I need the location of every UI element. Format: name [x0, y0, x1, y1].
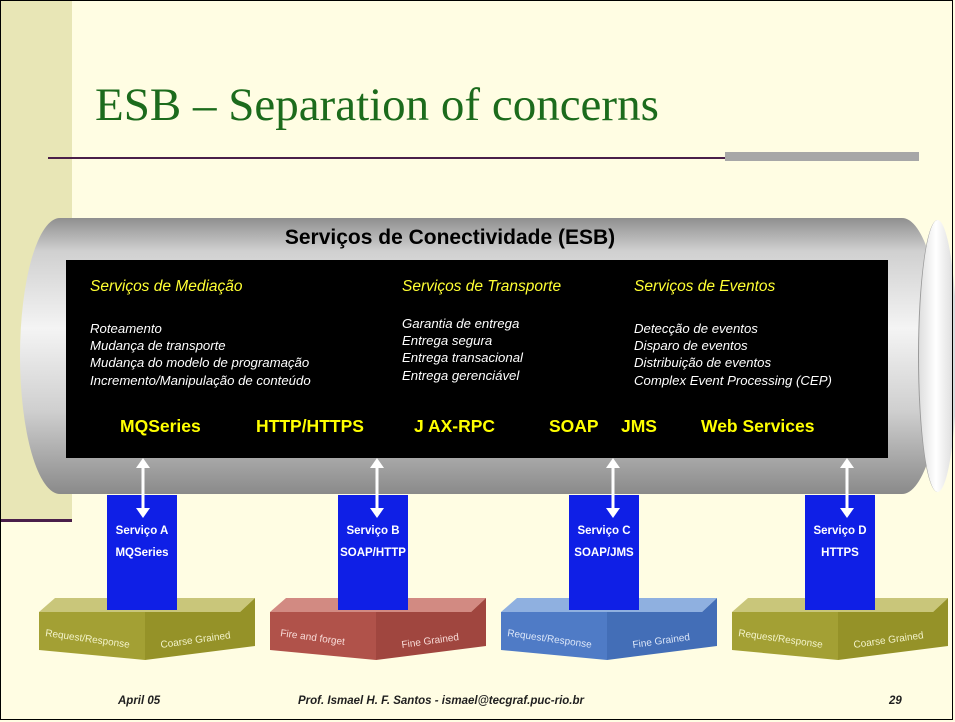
protocol-label: J AX-RPC [414, 416, 496, 436]
service-b-box: Serviço B SOAP/HTTP [338, 495, 408, 610]
title-accent-bar [725, 152, 919, 161]
platform-b-left-face [270, 612, 376, 660]
platform-b-right-face [376, 598, 486, 660]
mediation-item: Incremento/Manipulação de conteúdo [90, 372, 311, 388]
platform-a-right-face [145, 598, 255, 660]
platform-c-left-face [501, 612, 607, 660]
service-c-name: Serviço C [577, 525, 631, 537]
service-d-protocol: HTTPS [821, 547, 859, 559]
transport-item: Entrega gerenciável [402, 367, 520, 383]
transport-item: Entrega transacional [402, 350, 523, 366]
events-item: Complex Event Processing (CEP) [634, 372, 832, 388]
protocol-label: JMS [621, 416, 657, 436]
platform-d: Request/Response Coarse Grained [732, 598, 948, 660]
transport-item: Garantia de entrega [402, 316, 520, 331]
events-item: Distribuição de eventos [634, 355, 772, 371]
service-b-protocol: SOAP/HTTP [340, 547, 406, 559]
platform-c-right-face [607, 598, 717, 660]
platform-d-left-face [732, 612, 838, 660]
page-number: 29 [889, 695, 902, 707]
service-a-name: Serviço A [115, 525, 169, 537]
service-c-protocol: SOAP/JMS [574, 547, 634, 559]
double-arrow-icon [606, 458, 620, 518]
platform-b: Fire and forget Fine Grained [270, 598, 486, 660]
transport-column: Serviços de Transporte Garantia de entre… [402, 278, 561, 384]
service-c-box: Serviço C SOAP/JMS [569, 495, 639, 610]
platform-a-left-face [39, 612, 145, 660]
events-header: Serviços de Eventos [634, 278, 776, 295]
double-arrow-icon [136, 458, 150, 518]
service-a-protocol: MQSeries [115, 547, 169, 559]
mediation-item: Mudança de transporte [90, 338, 226, 354]
service-d-box: Serviço D HTTPS [805, 495, 875, 610]
platform-a: Request/Response Coarse Grained [39, 598, 255, 660]
service-d-name: Serviço D [813, 525, 867, 537]
left-band-rule [1, 519, 72, 522]
mediation-header: Serviços de Mediação [90, 278, 243, 295]
title-rule [48, 157, 918, 159]
double-arrow-icon [840, 458, 854, 518]
events-item: Detecção de eventos [634, 321, 758, 336]
mediation-item: Roteamento [90, 321, 162, 336]
transport-header: Serviços de Transporte [402, 278, 562, 295]
protocol-row: MQSeries HTTP/HTTPS J AX-RPC SOAP JMS We… [0, 416, 955, 440]
protocol-label: MQSeries [120, 416, 201, 436]
services-panel [66, 260, 888, 458]
footer-author: Prof. Ismael H. F. Santos - ismael@tecgr… [298, 695, 585, 707]
double-arrow-icon [370, 458, 384, 518]
platform-d-right-face [838, 598, 948, 660]
events-item: Disparo de eventos [634, 338, 748, 354]
slide-title: ESB – Separation of concerns [95, 79, 659, 131]
protocol-label: SOAP [549, 416, 599, 436]
transport-item: Entrega segura [402, 333, 493, 349]
bus-title: Serviços de Conectividade (ESB) [284, 226, 616, 249]
events-column: Serviços de Eventos Detecção de eventos … [634, 278, 832, 389]
protocol-label: HTTP/HTTPS [256, 416, 364, 436]
footer-date: April 05 [118, 695, 161, 707]
service-b-name: Serviço B [346, 525, 400, 537]
mediation-column: Serviços de Mediação Roteamento Mudança … [90, 278, 311, 389]
mediation-item: Mudança do modelo de programação [90, 355, 310, 371]
protocol-label: Web Services [701, 416, 815, 436]
esb-bus-cylinder-end [918, 220, 955, 492]
